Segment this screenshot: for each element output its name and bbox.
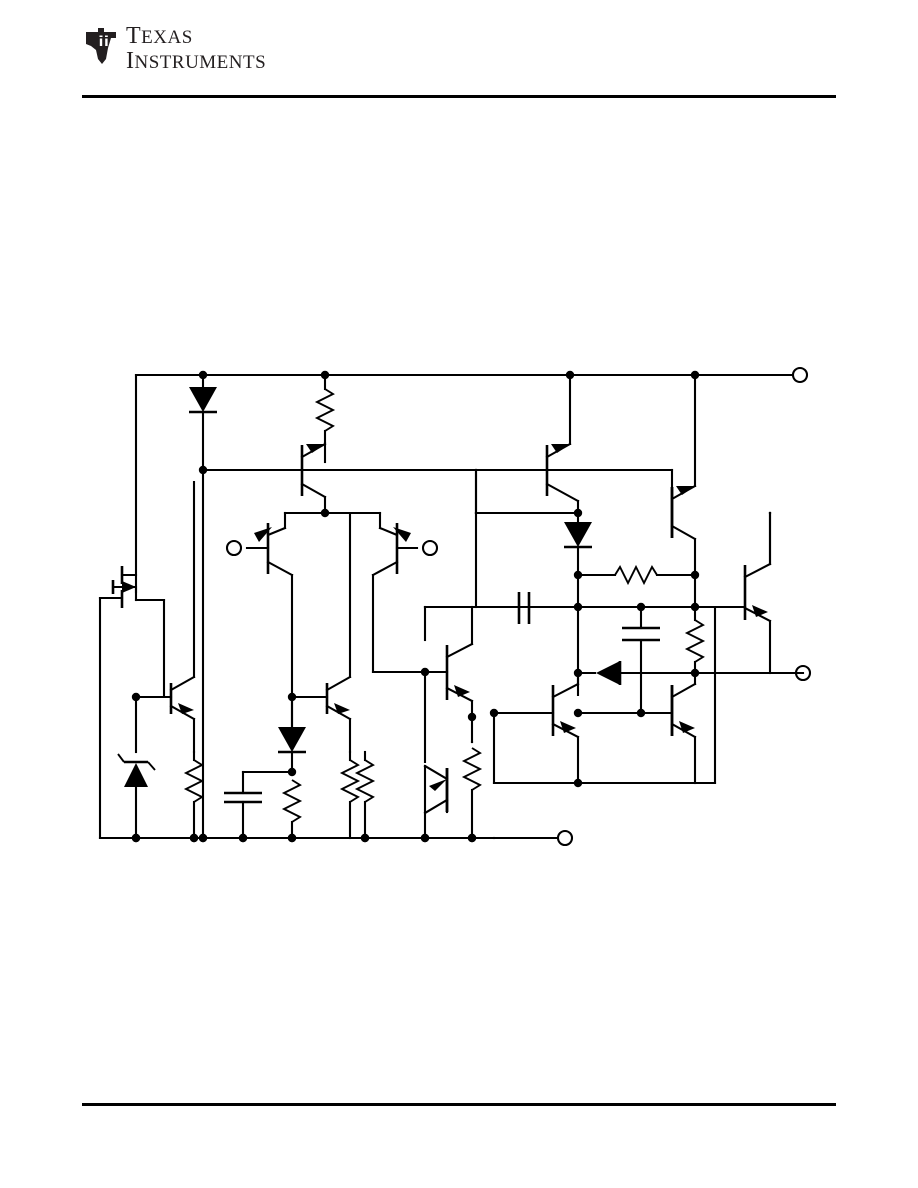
topology-finish bbox=[474, 468, 805, 840]
resistor-r2 bbox=[314, 370, 336, 464]
transistor-q4-pnp-noninverting bbox=[225, 523, 294, 732]
mid-bus bbox=[423, 605, 717, 642]
junction-dots bbox=[131, 833, 477, 843]
transistor-q10-pnp bbox=[670, 370, 700, 577]
transistor-q7-npn bbox=[371, 605, 477, 744]
ti-wordmark-instruments: INSTRUMENTS bbox=[126, 48, 267, 74]
diode-d4 bbox=[564, 511, 592, 697]
diode-d5 bbox=[573, 661, 697, 685]
capacitor-c1 bbox=[224, 770, 294, 843]
texas-outline-logo bbox=[86, 28, 116, 64]
resistor-r5 bbox=[461, 747, 483, 843]
transistor-q15-npn bbox=[489, 671, 580, 785]
diode-d3 bbox=[278, 692, 329, 777]
transistor-q8-npn bbox=[420, 670, 449, 843]
transistor-q16-npn bbox=[492, 711, 697, 788]
resistor-r4 bbox=[339, 750, 376, 843]
transistor-q5-pnp-inverting bbox=[371, 523, 439, 674]
transistor-q14-npn bbox=[573, 671, 697, 785]
v-plus-supply-terminal[interactable] bbox=[791, 366, 809, 384]
resistor-r1 bbox=[183, 750, 205, 843]
transistor-q6-npn bbox=[290, 511, 352, 754]
footer-rule bbox=[82, 1103, 836, 1106]
transistor-q2-npn bbox=[134, 480, 196, 754]
capacitor-c2 bbox=[423, 592, 580, 624]
resistor-r3 bbox=[281, 779, 303, 843]
transistor-q11-npn bbox=[690, 511, 772, 675]
ti-logo: TEXAS INSTRUMENTS bbox=[82, 24, 342, 76]
header-rule bbox=[82, 95, 836, 98]
ti-wordmark: TEXAS INSTRUMENTS bbox=[126, 23, 336, 74]
ground-terminal[interactable] bbox=[556, 829, 574, 847]
transistor-q9-pnp bbox=[545, 370, 583, 518]
transistor-q3-pnp bbox=[300, 442, 330, 518]
bracket-left-loop bbox=[474, 468, 580, 609]
ti-wordmark-texas: TEXAS bbox=[126, 23, 193, 49]
capacitor-c3 bbox=[622, 602, 660, 718]
resistor-r6 bbox=[576, 564, 700, 586]
zener-diode-d1 bbox=[117, 692, 156, 843]
jfet-q1 bbox=[98, 566, 166, 699]
differential-pair bbox=[225, 511, 439, 732]
left-outer-wire bbox=[98, 373, 138, 840]
